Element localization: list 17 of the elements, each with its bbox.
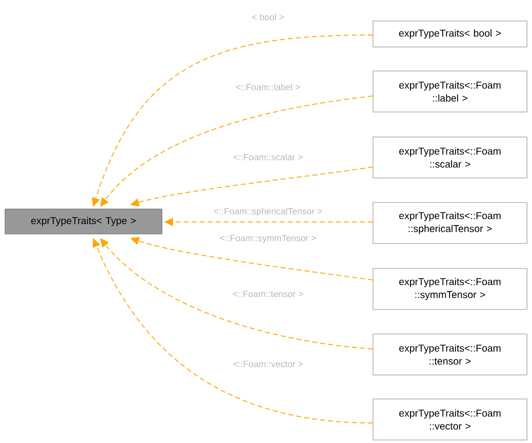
edge-label: < bool > xyxy=(251,13,285,21)
class-box: exprTypeTraits<::Foam ::symmTensor > xyxy=(372,268,528,310)
edge-label: <::Foam::vector > xyxy=(232,360,304,368)
edge-label: <::Foam::label > xyxy=(235,83,301,91)
class-box: exprTypeTraits< Type > xyxy=(4,208,162,234)
edge-label: <::Foam::tensor > xyxy=(232,290,304,298)
class-box: exprTypeTraits<::Foam ::vector > xyxy=(372,398,528,440)
class-box: exprTypeTraits< bool > xyxy=(372,20,528,48)
class-box: exprTypeTraits<::Foam ::sphericalTensor > xyxy=(372,202,528,244)
dashed-arrow xyxy=(100,96,374,207)
edge-label: <::Foam::symmTensor > xyxy=(219,234,317,244)
dashed-arrow xyxy=(100,238,374,350)
edge-label: <::Foam::sphericalTensor > xyxy=(213,207,323,217)
edge-label: <::Foam::scalar > xyxy=(232,153,304,161)
class-box: exprTypeTraits<::Foam ::label > xyxy=(372,70,528,112)
class-box: exprTypeTraits<::Foam ::scalar > xyxy=(372,136,528,178)
class-box: exprTypeTraits<::Foam ::tensor > xyxy=(372,334,528,376)
